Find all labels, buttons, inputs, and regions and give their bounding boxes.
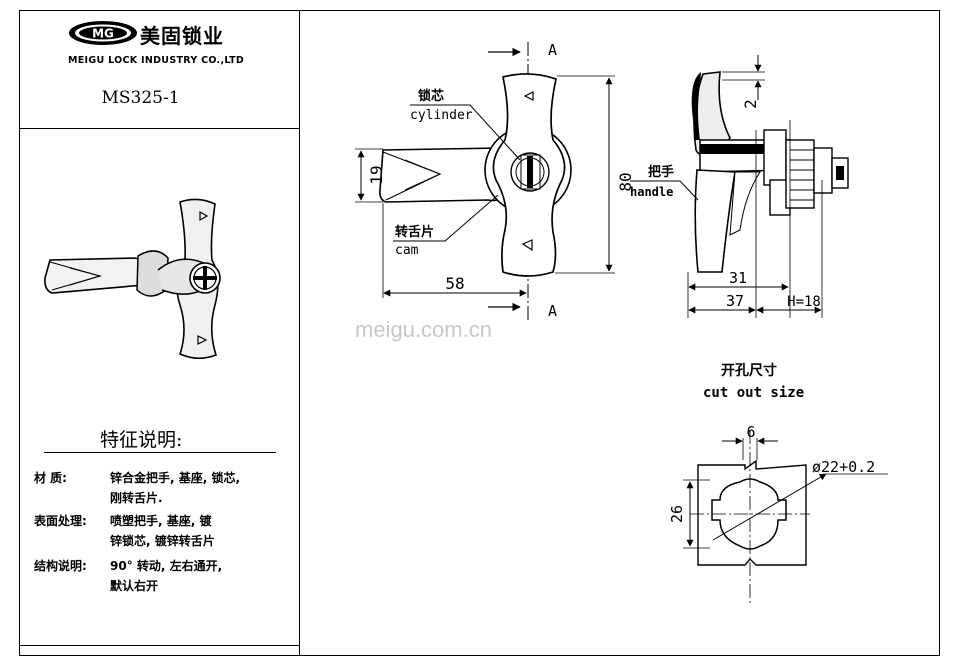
cutout-title-en: cut out size (703, 385, 805, 401)
logo-text: MG (92, 27, 114, 41)
front-view: A A 锁芯 cylinder 转舌片 cam 80 19 58 (355, 41, 635, 322)
label-handle-cn: 把手 (648, 164, 674, 180)
spec-finish-line2: 锌锁芯, 镀锌转舌片 (110, 534, 215, 548)
bottom-divider (19, 645, 300, 646)
spec-structure-line2: 默认右开 (110, 579, 159, 593)
side-view: 2 把手 handle 31 37 H=18 (630, 55, 849, 318)
spec-material-line1: 锌合金把手, 基座, 锁芯, (110, 471, 241, 485)
section-mark-bottom: A (548, 302, 557, 320)
brand-logo: MG (69, 21, 137, 45)
title-block (19, 10, 300, 656)
label-cylinder-cn: 锁芯 (418, 88, 444, 104)
features-title-underline (44, 452, 276, 453)
spec-material-label: 材 质: (34, 471, 67, 485)
model-number: MS325-1 (101, 88, 180, 108)
label-handle-en: handle (630, 185, 673, 199)
label-cam-cn: 转舌片 (395, 224, 434, 240)
spec-finish-line1: 喷塑把手, 基座, 镀 (110, 514, 212, 528)
label-cam-en: cam (395, 243, 419, 258)
drawing-frame (19, 10, 940, 656)
spec-structure-label: 结构说明: (34, 559, 87, 573)
dim-37: 37 (726, 292, 744, 310)
dim-height-80: 80 (616, 172, 635, 191)
label-cylinder-en: cylinder (410, 108, 473, 123)
product-illustration (44, 198, 221, 360)
dim-diameter-22: ø22+0.2 (812, 458, 875, 476)
dim-31: 31 (729, 269, 747, 287)
watermark: meigu.com.cn (355, 317, 492, 342)
dim-key-6: 6 (746, 423, 755, 441)
brand-name-en: MEIGU LOCK INDUSTRY CO.,LTD (68, 55, 245, 66)
dim-flat-26: 26 (668, 505, 686, 523)
dim-top-2: 2 (741, 99, 760, 109)
spec-structure-line1: 90° 转动, 左右通开, (110, 559, 223, 573)
brand-name-cn: 美固锁业 (140, 24, 224, 48)
section-mark-top: A (548, 41, 557, 59)
dim-h18: H=18 (787, 294, 821, 310)
dim-length-58: 58 (445, 274, 464, 293)
dim-cam-height-19: 19 (367, 165, 386, 184)
spec-material-line2: 刚转舌片. (110, 491, 163, 505)
cutout-title-cn: 开孔尺寸 (721, 363, 777, 379)
features-title: 特征说明: (100, 429, 183, 451)
spec-finish-label: 表面处理: (34, 514, 87, 528)
cutout-view: 6 ø22+0.2 26 (668, 423, 888, 605)
title-divider (19, 128, 300, 129)
